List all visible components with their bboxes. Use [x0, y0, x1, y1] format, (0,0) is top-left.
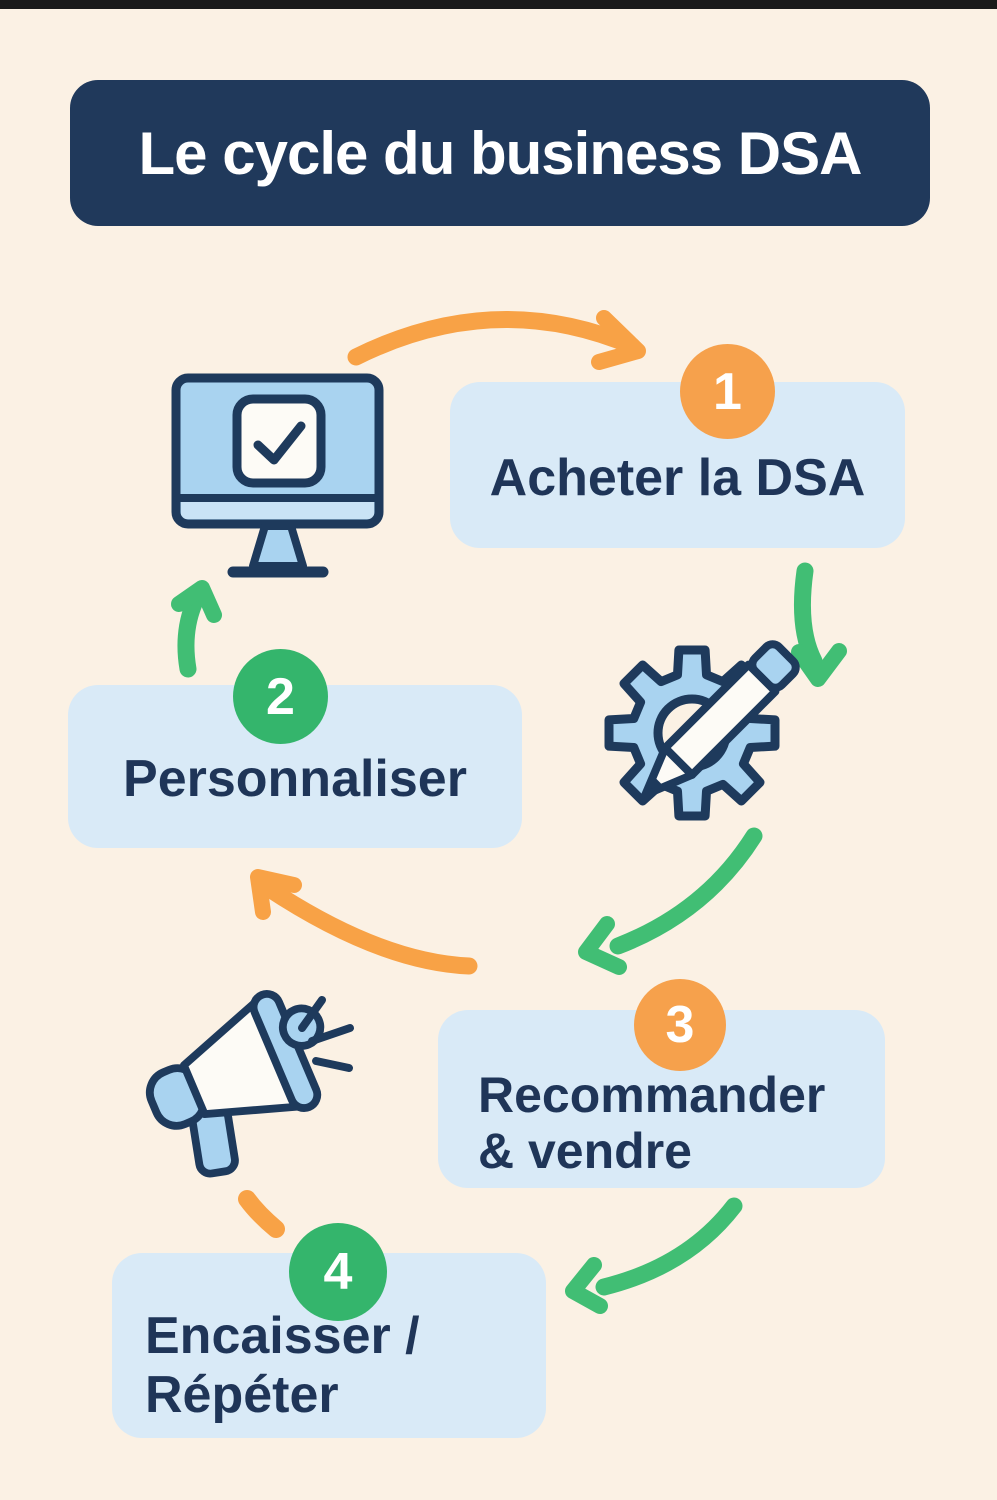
title-banner: Le cycle du business DSA [70, 80, 930, 226]
arrow-step3-to-step4-icon [565, 1197, 743, 1314]
gear-pencil-icon [604, 640, 800, 821]
monitor-screen [176, 378, 379, 524]
top-border-bar [0, 0, 997, 9]
step-2-label: Personnaliser [123, 750, 467, 809]
arrow-step3-to-step2-icon [250, 869, 478, 975]
step-1-badge: 1 [680, 344, 775, 439]
monitor-stand [249, 522, 307, 570]
megaphone-icon [145, 990, 354, 1178]
step-card-3: 3 Recommander & vendre [438, 979, 885, 1188]
step-card-1: 1 Acheter la DSA [450, 344, 905, 548]
pencil-icon [641, 640, 800, 799]
megaphone-mouth [278, 1004, 325, 1050]
step-4-badge: 4 [289, 1223, 387, 1321]
pencil-body [661, 660, 780, 779]
arrow-monitor-to-step1-icon [347, 310, 646, 370]
check-mark-icon [253, 421, 306, 465]
step-3-label: Recommander & vendre [478, 1067, 826, 1179]
step-card-2: 2 Personnaliser [68, 649, 522, 848]
step-card-4: 4 Encaisser / Répéter [112, 1223, 546, 1438]
gear-body [604, 645, 780, 821]
pencil-point [642, 775, 665, 798]
step-1-label: Acheter la DSA [489, 448, 866, 507]
arrow-gear-to-step3-icon [578, 827, 763, 975]
megaphone-cone [179, 999, 302, 1118]
checkbox [232, 394, 326, 488]
monitor-checkbox-icon [171, 373, 384, 578]
arrow-megaphone-to-step4-icon [238, 1190, 285, 1238]
step-3-badge: 3 [634, 979, 726, 1071]
step-2-badge: 2 [233, 649, 328, 744]
page-title: Le cycle du business DSA [138, 119, 863, 187]
sound-lines-icon [298, 996, 354, 1072]
pencil-tip [641, 744, 696, 799]
arrow-step1-to-gear-icon [791, 562, 847, 687]
monitor-bottom-strip [181, 501, 374, 519]
pencil-eraser [748, 640, 800, 692]
arrow-step2-to-monitor-icon [171, 580, 222, 678]
megaphone-bell-rim [249, 990, 322, 1112]
megaphone-handle [188, 1104, 239, 1178]
megaphone-back [145, 1064, 209, 1130]
gear-hole [653, 694, 731, 772]
